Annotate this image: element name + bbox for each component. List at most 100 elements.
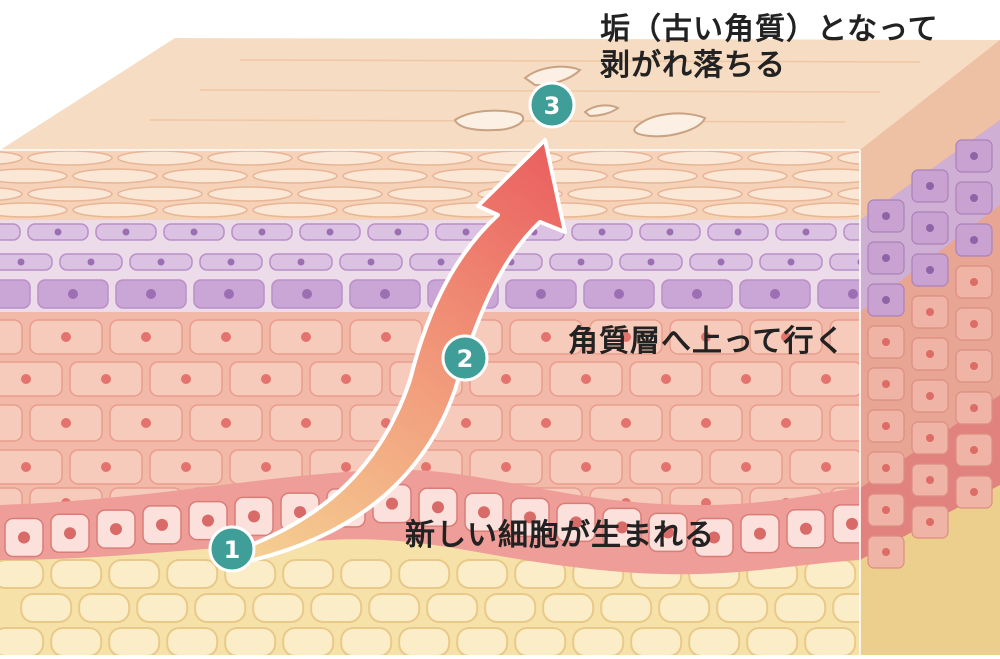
dermis-cell — [457, 628, 507, 655]
badge-1-number: 1 — [224, 536, 241, 564]
spinous-nucleus — [181, 462, 191, 472]
basal-nucleus — [18, 532, 30, 544]
side-nucleus — [926, 434, 934, 442]
spinous-nucleus — [181, 374, 191, 384]
side-nucleus — [970, 236, 978, 244]
side-nucleus — [882, 338, 890, 346]
side-nucleus — [970, 152, 978, 160]
dermis-cell — [399, 560, 449, 588]
horny-cell — [73, 203, 157, 217]
spinous-nucleus — [581, 374, 591, 384]
horny-cell — [703, 203, 787, 217]
granular-nucleus — [298, 259, 305, 266]
spinous-nucleus — [821, 374, 831, 384]
granular-nucleus — [259, 229, 266, 236]
basal-nucleus — [156, 519, 168, 531]
dermis-cell — [543, 594, 593, 622]
horny-cell — [253, 203, 337, 217]
side-nucleus — [970, 446, 978, 454]
spinous-nucleus — [661, 374, 671, 384]
horny-cell — [163, 203, 247, 217]
granular-nucleus — [191, 229, 198, 236]
granular-nucleus — [803, 229, 810, 236]
label-scale-off-line2: 剥がれ落ちる — [600, 48, 939, 84]
spinous-nucleus — [501, 374, 511, 384]
basal-nucleus — [846, 518, 858, 530]
dermis-cell — [631, 628, 681, 655]
granular-nucleus — [68, 289, 78, 299]
spinous-nucleus — [141, 418, 151, 428]
spinous-nucleus — [21, 374, 31, 384]
horny-cell — [118, 151, 202, 165]
dermis-cell — [515, 628, 565, 655]
horny-cell — [0, 203, 67, 217]
label-move-up: 角質層へ上って行く — [568, 324, 846, 360]
granular-nucleus — [692, 289, 702, 299]
label-new-cells: 新しい細胞が生まれる — [405, 518, 715, 554]
dermis-cell — [457, 560, 507, 588]
granular-cell — [0, 280, 30, 308]
dermis-cell — [601, 594, 651, 622]
spinous-nucleus — [381, 332, 391, 342]
front-face — [0, 150, 942, 655]
basal-nucleus — [248, 510, 260, 522]
dermis-cell — [805, 628, 855, 655]
spinous-nucleus — [741, 462, 751, 472]
granular-nucleus — [667, 229, 674, 236]
spinous-nucleus — [61, 418, 71, 428]
horny-cell — [28, 151, 112, 165]
basal-nucleus — [110, 523, 122, 535]
dermis-cell — [659, 594, 709, 622]
dermis-cell — [369, 594, 419, 622]
granular-nucleus — [158, 259, 165, 266]
horny-cell — [208, 187, 292, 201]
side-nucleus — [882, 212, 890, 220]
granular-nucleus — [123, 229, 130, 236]
spinous-cell — [0, 405, 22, 441]
basal-nucleus — [754, 528, 766, 540]
dermis-cell — [109, 628, 159, 655]
dermis-cell — [283, 560, 333, 588]
basal-nucleus — [432, 501, 444, 513]
granular-nucleus — [146, 289, 156, 299]
badge-2-number: 2 — [457, 345, 474, 373]
granular-nucleus — [788, 259, 795, 266]
dermis-cell — [341, 560, 391, 588]
dermis-cell — [573, 628, 623, 655]
spinous-nucleus — [461, 418, 471, 428]
horny-cell — [748, 187, 832, 201]
granular-nucleus — [395, 229, 402, 236]
side-nucleus — [970, 278, 978, 286]
dermis-cell — [717, 594, 767, 622]
side-nucleus — [882, 464, 890, 472]
granular-nucleus — [614, 289, 624, 299]
spinous-nucleus — [221, 332, 231, 342]
side-nucleus — [882, 296, 890, 304]
horny-cell — [298, 187, 382, 201]
granular-nucleus — [380, 289, 390, 299]
spinous-nucleus — [61, 332, 71, 342]
spinous-nucleus — [341, 462, 351, 472]
horny-cell — [253, 169, 337, 183]
side-nucleus — [926, 476, 934, 484]
side-nucleus — [926, 308, 934, 316]
badge-3-number: 3 — [544, 92, 561, 120]
horny-cell — [658, 187, 742, 201]
dermis-cell — [167, 628, 217, 655]
granular-nucleus — [228, 259, 235, 266]
granular-nucleus — [770, 289, 780, 299]
granular-nucleus — [438, 259, 445, 266]
dermis-cell — [283, 628, 333, 655]
spinous-cell — [0, 320, 22, 354]
spinous-nucleus — [341, 374, 351, 384]
dermis-cell — [137, 594, 187, 622]
spinous-nucleus — [541, 418, 551, 428]
horny-cell — [343, 203, 427, 217]
dermis-cell — [689, 628, 739, 655]
granular-nucleus — [18, 259, 25, 266]
granular-nucleus — [88, 259, 95, 266]
spinous-nucleus — [501, 462, 511, 472]
horny-cell — [703, 169, 787, 183]
dermis-cell — [427, 594, 477, 622]
